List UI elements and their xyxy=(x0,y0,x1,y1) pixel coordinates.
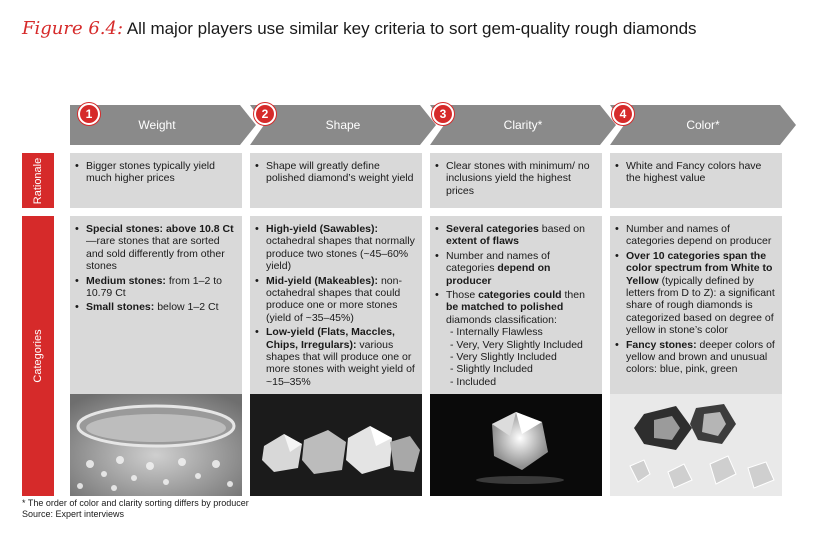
chevron-arrow-icon xyxy=(250,105,436,145)
category-bold: Fancy stones: xyxy=(626,338,697,351)
rationale-text: Bigger stones typically yield much highe… xyxy=(75,160,236,185)
category-text: octahedral shapes that normally produce … xyxy=(266,235,415,273)
categories-cell-color: Number and names of categories depend on… xyxy=(610,216,782,394)
category-bold: extent of flaws xyxy=(446,235,519,248)
category-text: based on xyxy=(538,223,585,235)
category-item: Fancy stones: deeper colors of yellow an… xyxy=(615,338,776,376)
category-text: Number and names of categories xyxy=(446,249,550,275)
rationale-text: Shape will greatly define polished diamo… xyxy=(255,160,416,185)
category-text: deeper colors of yellow and brown and un… xyxy=(626,338,775,376)
categories-cell-shape: High-yield (Sawables): octahedral shapes… xyxy=(250,216,422,394)
category-text: below 1–2 Ct xyxy=(154,301,219,314)
footer-source: Source: Expert interviews xyxy=(22,509,125,519)
category-text: Number and names of categories depend on… xyxy=(626,223,772,248)
step-number-badge: 1 xyxy=(78,103,100,125)
step-label: Color* xyxy=(686,118,720,132)
category-item: Low-yield (Flats, Maccles, Chips, Irregu… xyxy=(255,326,416,388)
category-text: various shapes that will produce one or … xyxy=(266,338,415,388)
category-item: Special stones: above 10.8 Ct—rare stone… xyxy=(75,223,236,273)
rationale-cell-shape: Shape will greatly define polished diamo… xyxy=(250,153,422,208)
category-text: non-octahedral shapes that could produce… xyxy=(266,274,402,324)
step-number-badge: 3 xyxy=(432,103,454,125)
row-header-label: Rationale xyxy=(32,157,44,204)
rationale-cell-color: White and Fancy colors have the highest … xyxy=(610,153,782,208)
rationale-cell-weight: Bigger stones typically yield much highe… xyxy=(70,153,242,208)
category-item: Number and names of categories depend on… xyxy=(435,249,596,287)
photo-color-diamonds xyxy=(610,394,782,496)
category-bold: depend on producer xyxy=(446,262,551,287)
step-label: Weight xyxy=(138,118,176,132)
category-text: (typically defined by letters from D to … xyxy=(626,274,775,337)
step-clarity: Clarity* xyxy=(430,105,616,145)
clarity-grade: - Very, Very Slightly Included xyxy=(450,338,583,351)
clarity-grade: - Very Slightly Included xyxy=(450,351,557,364)
category-item: Several categories based on extent of fl… xyxy=(435,223,596,248)
rationale-text: White and Fancy colors have the highest … xyxy=(615,160,776,185)
step-label: Clarity* xyxy=(503,118,543,132)
category-item: Those categories could then be matched t… xyxy=(435,289,596,326)
category-bold: categories could xyxy=(478,289,562,302)
step-color: Color* xyxy=(610,105,796,145)
category-bold: Mid-yield (Makeables): xyxy=(266,274,379,287)
row-header-rationale: Rationale xyxy=(22,153,54,208)
chevron-arrow-icon xyxy=(70,105,256,145)
row-header-categories: Categories xyxy=(22,216,54,496)
step-label: Shape xyxy=(325,118,361,132)
category-text: diamonds classification: xyxy=(446,313,557,326)
category-text: —rare stones that are sorted and sold di… xyxy=(86,235,225,273)
step-number-badge: 2 xyxy=(254,103,276,125)
rationale-text: Clear stones with minimum/ no inclusions… xyxy=(435,160,596,197)
category-bold: be matched to polished xyxy=(446,301,564,314)
category-item: Mid-yield (Makeables): non-octahedral sh… xyxy=(255,274,416,325)
category-item: Over 10 categories span the color spectr… xyxy=(615,249,776,337)
step-weight: Weight xyxy=(70,105,256,145)
chevron-arrow-icon xyxy=(430,105,616,145)
photo-weight-diamonds xyxy=(70,394,242,496)
figure-label: Figure 6.4: xyxy=(22,18,124,39)
category-bold: Special stones: above 10.8 Ct xyxy=(86,223,234,235)
step-number-badge: 4 xyxy=(612,103,634,125)
rationale-cell-clarity: Clear stones with minimum/ no inclusions… xyxy=(430,153,602,208)
category-bold: Medium stones: xyxy=(86,274,166,287)
chevron-arrow-icon xyxy=(610,105,796,145)
clarity-grade: - Slightly Included xyxy=(450,363,533,376)
category-bold: Low-yield (Flats, Maccles, Chips, Irregu… xyxy=(266,326,395,351)
category-item: Small stones: below 1–2 Ct xyxy=(75,301,236,314)
figure-title-text: All major players use similar key criter… xyxy=(126,19,697,38)
category-text: Those xyxy=(446,289,479,302)
category-text: then xyxy=(561,289,585,302)
category-bold: High-yield (Sawables): xyxy=(266,223,379,235)
clarity-grade: - Included xyxy=(450,375,497,388)
category-bold: Several categories xyxy=(446,223,539,235)
categories-cell-weight: Special stones: above 10.8 Ct—rare stone… xyxy=(70,216,242,394)
clarity-grade: - Internally Flawless xyxy=(450,326,543,339)
step-shape: Shape xyxy=(250,105,436,145)
category-text: from 1–2 to 10.79 Ct xyxy=(86,274,222,300)
category-item: Number and names of categories depend on… xyxy=(615,223,776,248)
category-item: High-yield (Sawables): octahedral shapes… xyxy=(255,223,416,273)
footer-note: * The order of color and clarity sorting… xyxy=(22,498,249,508)
photo-clarity-diamond xyxy=(430,394,602,496)
figure-title: Figure 6.4: All major players use simila… xyxy=(22,18,697,39)
categories-cell-clarity: Several categories based on extent of fl… xyxy=(430,216,602,394)
row-header-label: Categories xyxy=(32,329,44,383)
category-bold: Small stones: xyxy=(86,301,155,314)
photo-shape-diamonds xyxy=(250,394,422,496)
category-bold: Over 10 categories span the color spectr… xyxy=(626,249,773,287)
category-item: Medium stones: from 1–2 to 10.79 Ct xyxy=(75,274,236,300)
